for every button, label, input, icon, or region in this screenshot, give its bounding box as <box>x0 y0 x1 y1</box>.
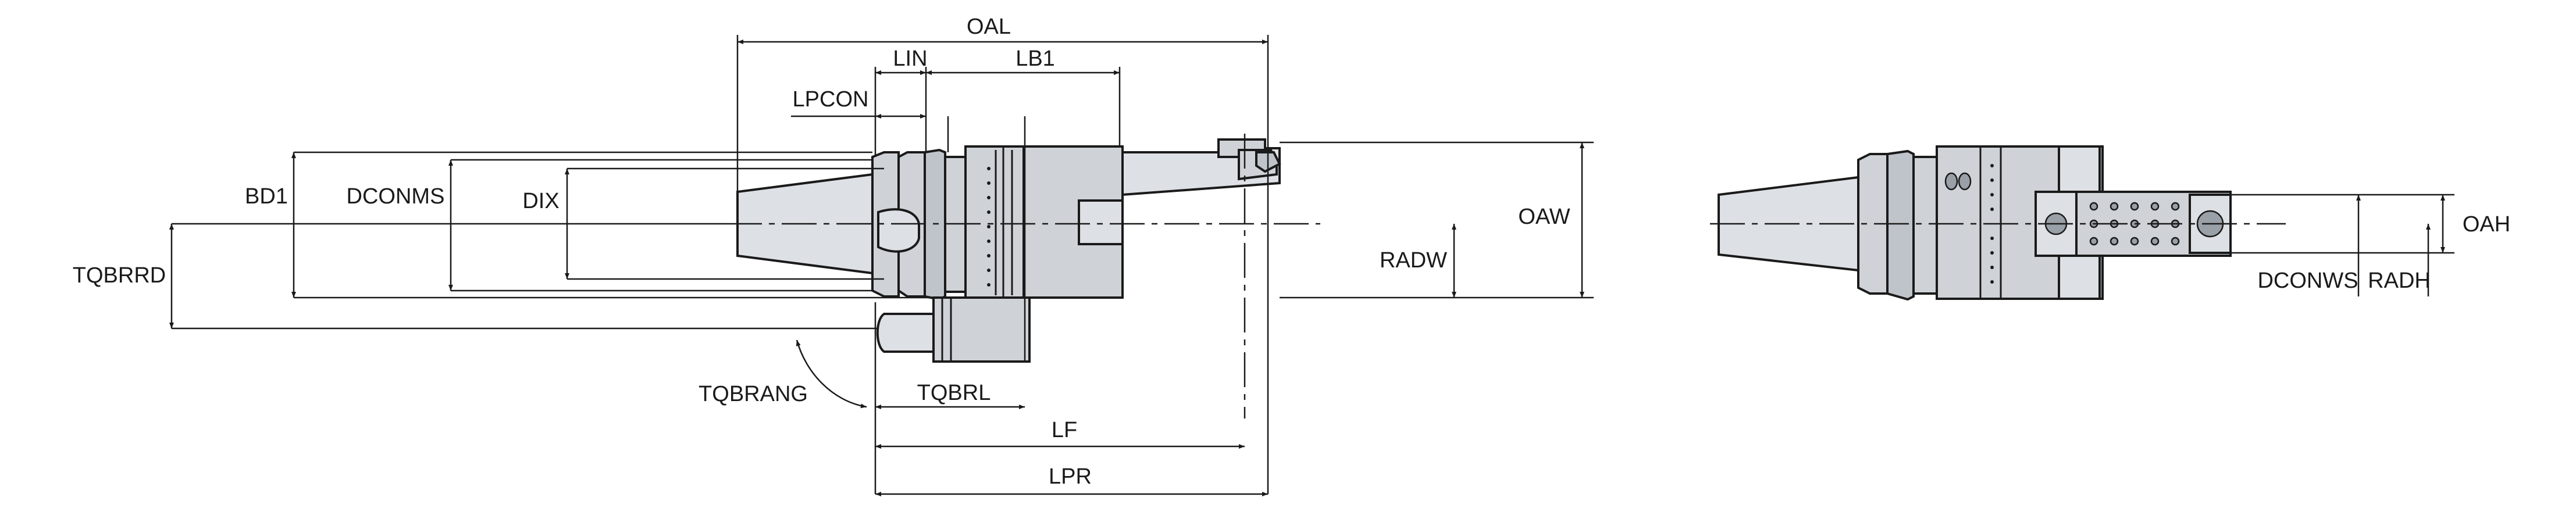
label-lpr: LPR <box>1049 464 1092 489</box>
label-dconws: DCONWS <box>2257 269 2358 293</box>
label-dconms: DCONMS <box>347 184 445 209</box>
label-lin: LIN <box>893 47 927 71</box>
label-dix: DIX <box>522 189 559 213</box>
flange-rear-ring <box>924 148 946 301</box>
adjustment-screw-plug <box>1078 199 1124 245</box>
label-tqbrl: TQBRL <box>917 381 991 405</box>
top-flange-ring <box>1886 149 1915 301</box>
label-radw: RADW <box>1380 248 1447 273</box>
serrated-ring <box>995 150 1013 295</box>
torque-bracket-pin <box>876 313 935 353</box>
label-oah: OAH <box>2463 212 2510 237</box>
side-view-dimensions: OAL LIN LB1 LPCON BD1 DCONMS DIX TQBRRD <box>73 15 1594 496</box>
knurl-dots <box>987 167 991 287</box>
label-tqbrang: TQBRANG <box>699 382 808 406</box>
top-knurl-dots <box>1990 164 1994 284</box>
top-marking-circles <box>1944 172 1972 191</box>
label-lb1: LB1 <box>1016 47 1055 71</box>
label-tqbrrd: TQBRRD <box>73 263 166 288</box>
main-body <box>964 145 1025 299</box>
label-lpcon: LPCON <box>793 87 869 112</box>
top-view-dimensions: OAH DCONWS RADH <box>2231 194 2510 296</box>
label-oaw: OAW <box>1518 205 1570 229</box>
torque-bracket-body <box>932 296 1031 363</box>
drive-slot <box>877 208 920 253</box>
label-lf: LF <box>1052 418 1077 442</box>
top-view <box>1710 145 2286 301</box>
label-bd1: BD1 <box>245 184 288 209</box>
top-neck <box>1912 156 1938 295</box>
label-oal: OAL <box>967 15 1011 39</box>
label-radh: RADH <box>2368 269 2431 293</box>
